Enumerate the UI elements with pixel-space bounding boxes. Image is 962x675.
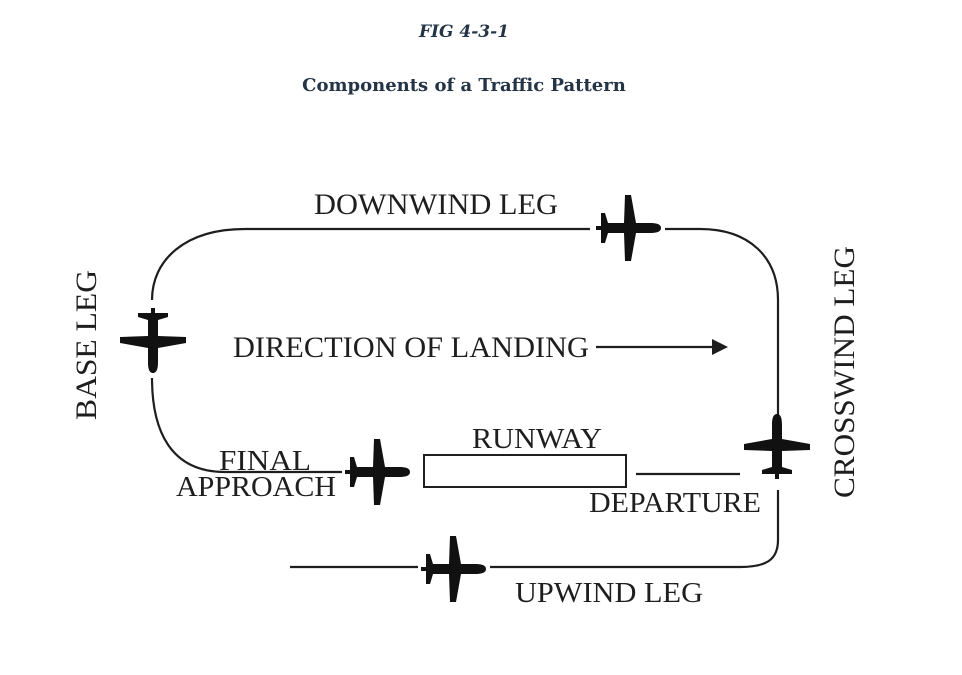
downwind-leg-label: DOWNWIND LEG: [314, 188, 558, 221]
pattern-path: [150, 227, 780, 569]
departure-label: DEPARTURE: [589, 488, 761, 519]
airplane-icon: [345, 439, 410, 505]
airplane-icon: [596, 195, 661, 261]
downwind-line-left: [150, 227, 590, 301]
direction-arrow-head: [712, 339, 728, 355]
runway-label: RUNWAY: [472, 424, 602, 455]
airplane-icon: [421, 536, 486, 602]
figure-title: Components of a Traffic Pattern: [302, 75, 626, 96]
base-leg-label: BASE LEG: [70, 270, 103, 420]
approach-label: APPROACH: [176, 472, 336, 503]
figure-number: FIG 4-3-1: [418, 22, 510, 42]
direction-of-landing-label: DIRECTION OF LANDING: [233, 331, 589, 364]
base-line: [150, 377, 226, 474]
upwind-leg-label: UPWIND LEG: [515, 578, 703, 609]
crosswind-leg-label: CROSSWIND LEG: [828, 246, 861, 498]
airplane-icon: [120, 308, 186, 373]
final-label: FINAL: [219, 446, 311, 477]
crosswind-line: [665, 227, 780, 418]
upwind-line-right: [490, 490, 780, 569]
runway-rectangle: [423, 454, 627, 488]
airplane-icon: [744, 414, 810, 479]
